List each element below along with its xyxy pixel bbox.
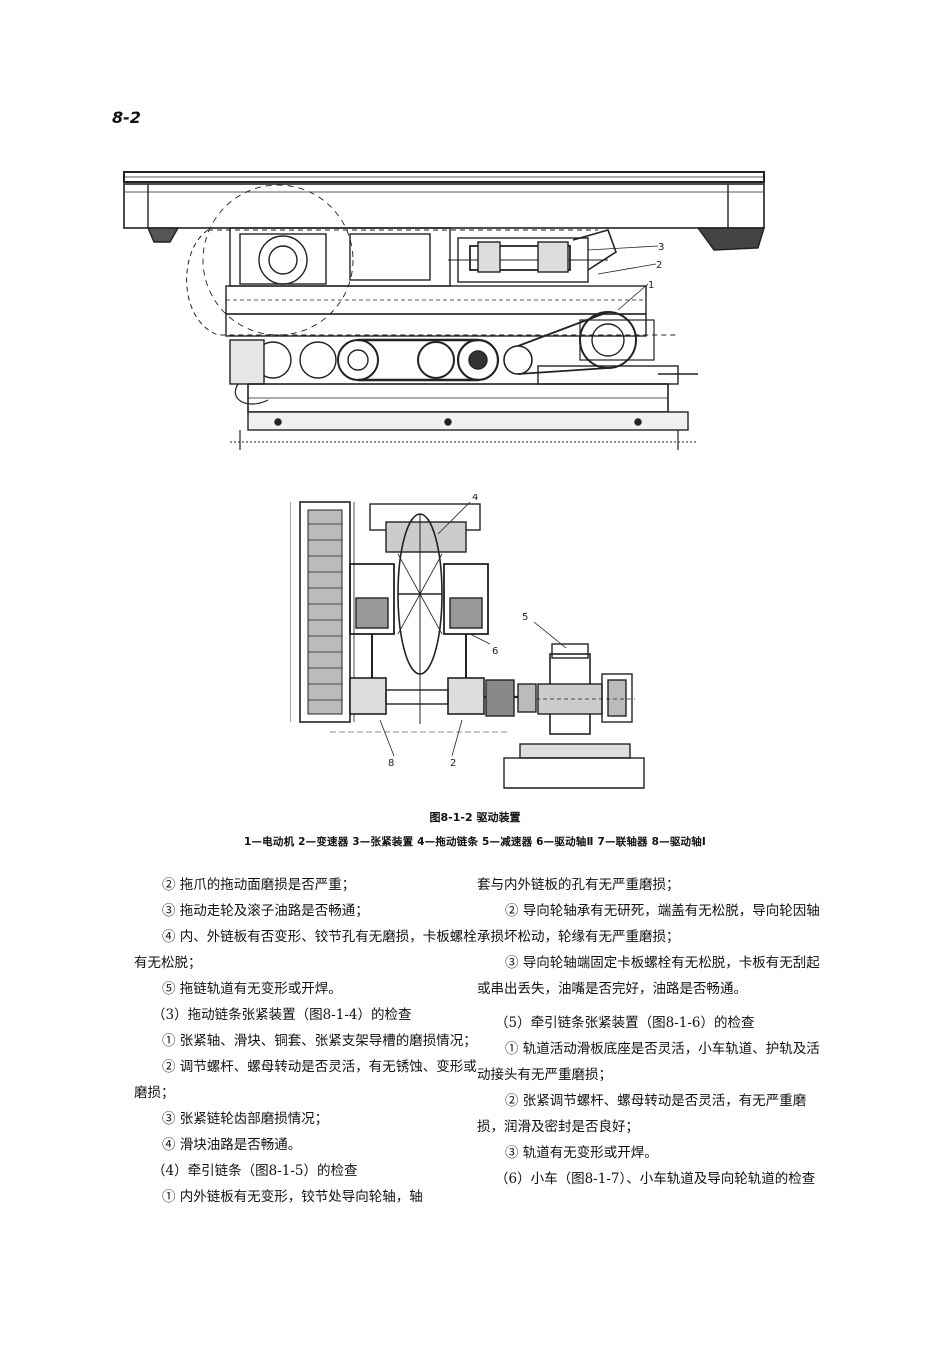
paragraph: ① 内外链板有无变形，铰节处导向轮轴，轴 xyxy=(162,1189,423,1205)
section-heading: （6）小车（图8-1-7）、小车轨道及导向轮轨道的检查 xyxy=(495,1171,816,1187)
drive-device-plan-view-drawing: 4 5 6 8 2 xyxy=(290,494,645,789)
paragraph: ① 张紧轴、滑块、铜套、张紧支架导槽的磨损情况； xyxy=(162,1033,477,1049)
bottom-label-8: 8 xyxy=(388,758,394,769)
paragraph: ③ 拖动走轮及滚子油路是否畅通； xyxy=(162,903,369,919)
left-text-column: ② 拖爪的拖动面磨损是否严重； ③ 拖动走轮及滚子油路是否畅通； ④ 内、外链板… xyxy=(134,872,482,1210)
paragraph: ② 调节螺杆、螺母转动是否灵活，有无锈蚀、变形或磨损； xyxy=(134,1059,477,1101)
paragraph: ③ 张紧链轮齿部磨损情况； xyxy=(162,1111,329,1127)
paragraph: ⑤ 拖链轨道有无变形或开焊。 xyxy=(162,981,342,997)
bottom-label-2: 2 xyxy=(450,758,456,769)
top-label-1: 1 xyxy=(648,280,654,291)
section-heading: （3）拖动链条张紧装置（图8-1-4）的检查 xyxy=(152,1007,412,1023)
paragraph: ③ 导向轮轴端固定卡板螺栓有无松脱，卡板有无刮起或串出丢失，油嘴是否完好，油路是… xyxy=(477,955,820,997)
drive-device-side-view-drawing: 3 2 1 xyxy=(123,171,765,450)
top-label-3: 3 xyxy=(658,242,664,253)
section-heading: （4）牵引链条（图8-1-5）的检查 xyxy=(152,1163,358,1179)
paragraph: ① 轨道活动滑板底座是否灵活，小车轨道、护轨及活动接头有无严重磨损； xyxy=(477,1041,820,1083)
paragraph: ② 张紧调节螺杆、螺母转动是否灵活，有无严重磨损，润滑及密封是否良好； xyxy=(477,1093,807,1135)
section-heading: （5）牵引链条张紧装置（图8-1-6）的检查 xyxy=(495,1015,755,1031)
right-text-column: 套与内外链板的孔有无严重磨损； ② 导向轮轴承有无研死，端盖有无松脱，导向轮因轴… xyxy=(477,872,825,1192)
paragraph: ② 导向轮轴承有无研死，端盖有无松脱，导向轮因轴承损坏松动，轮缘有无严重磨损； xyxy=(477,903,820,945)
paragraph: 套与内外链板的孔有无严重磨损； xyxy=(477,877,680,893)
page-number: 8-2 xyxy=(112,108,141,127)
bottom-label-6: 6 xyxy=(492,646,498,657)
figure-legend: 1—电动机 2—变速器 3—张紧装置 4—拖动链条 5—减速器 6—驱动轴Ⅱ 7… xyxy=(243,836,707,848)
figure-caption: 图8-1-2 驱动装置 xyxy=(429,811,521,824)
paragraph: ③ 轨道有无变形或开焊。 xyxy=(505,1145,658,1161)
paragraph: ④ 内、外链板有否变形、铰节孔有无磨损，卡板螺栓有无松脱； xyxy=(134,929,477,971)
paragraph: ② 拖爪的拖动面磨损是否严重； xyxy=(162,877,356,893)
bottom-label-4: 4 xyxy=(472,494,478,503)
paragraph: ④ 滑块油路是否畅通。 xyxy=(162,1137,302,1153)
bottom-label-5: 5 xyxy=(522,612,528,623)
top-label-2: 2 xyxy=(656,260,662,271)
